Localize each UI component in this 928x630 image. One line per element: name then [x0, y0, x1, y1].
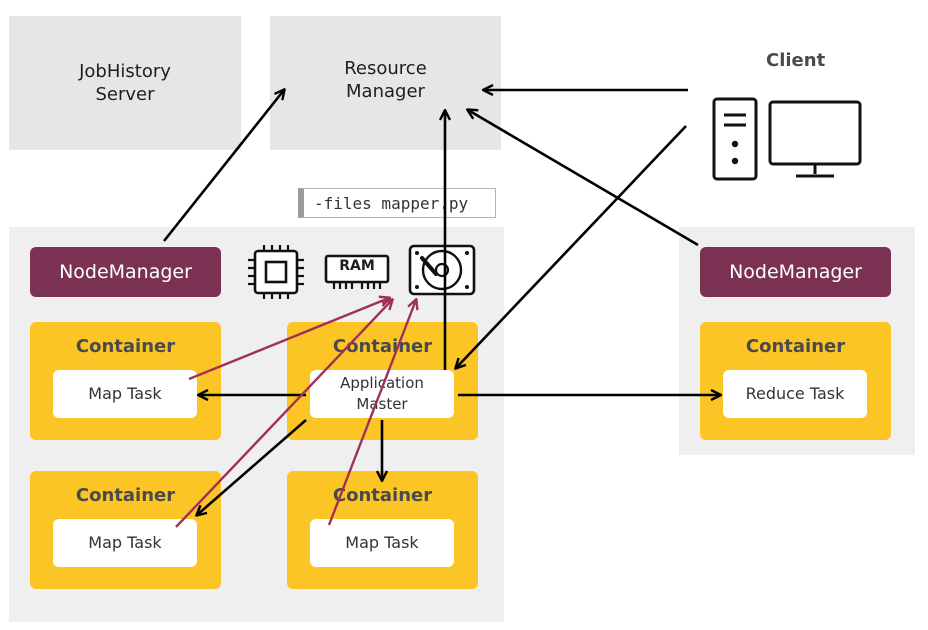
arrow-right-nodemanager-to-resource-manager	[468, 110, 699, 247]
monitor-icon	[768, 100, 862, 178]
container-map-task-3: Container Map Task	[287, 471, 478, 589]
container-title: Container	[75, 336, 176, 357]
container-title: Container	[75, 485, 176, 506]
client-label: Client	[766, 50, 826, 71]
data-arrow-map-task-3-to-disk	[327, 300, 416, 526]
job-history-server: JobHistory Server	[9, 16, 241, 150]
data-arrow-map-task-2-to-disk	[175, 300, 392, 528]
map-task-3: Map Task	[310, 519, 454, 567]
node-manager-left-label: NodeManager	[59, 261, 192, 283]
container-map-task-1: Container Map Task	[30, 322, 221, 440]
container-title: Container	[745, 336, 846, 357]
files-argument-text: -files mapper.py	[314, 193, 469, 213]
container-map-task-2: Container Map Task	[30, 471, 221, 589]
ram-icon: RAM	[324, 254, 390, 292]
map-task-1: Map Task	[53, 370, 197, 418]
data-arrow-map-task-1-to-disk	[188, 298, 389, 381]
arrow-application-master-to-map-task-2	[197, 419, 307, 515]
resource-manager-label: Resource Manager	[344, 58, 427, 102]
application-master: Application Master	[310, 370, 454, 418]
ram-label: RAM	[339, 258, 375, 274]
arrow-client-to-application-master	[456, 125, 687, 368]
resource-manager: Resource Manager	[270, 16, 501, 150]
arrow-nodemanager-to-resource-manager	[162, 90, 284, 242]
node-manager-right: NodeManager	[700, 247, 891, 297]
job-history-server-label: JobHistory Server	[79, 61, 171, 105]
node-manager-right-label: NodeManager	[729, 261, 862, 283]
map-task-2: Map Task	[53, 519, 197, 567]
hard-disk-icon	[408, 244, 476, 296]
files-argument-label: -files mapper.py	[298, 188, 496, 218]
node-manager-left: NodeManager	[30, 247, 221, 297]
container-title: Container	[332, 336, 433, 357]
reduce-task: Reduce Task	[723, 370, 867, 418]
container-reduce-task: Container Reduce Task	[700, 322, 891, 440]
cpu-icon	[248, 245, 304, 299]
container-title: Container	[332, 485, 433, 506]
computer-tower-icon	[712, 97, 758, 181]
